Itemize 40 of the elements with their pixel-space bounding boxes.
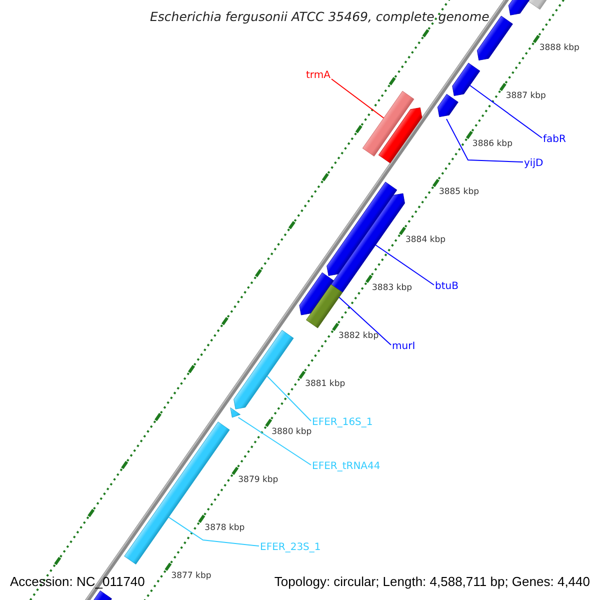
leader-line xyxy=(338,296,392,346)
gene-label: btuB xyxy=(435,281,458,293)
scale-label: 3879 kbp xyxy=(238,474,278,485)
scale-label: 3884 kbp xyxy=(405,234,446,246)
gene-feature xyxy=(234,330,294,410)
gene-bar xyxy=(306,284,343,328)
scale-label: 3888 kbp xyxy=(539,43,580,54)
scale-label: 3883 kbp xyxy=(372,282,412,294)
leader-line xyxy=(469,84,542,138)
accession-text: Accession: NC_011740 xyxy=(10,574,145,590)
gene-label: murI xyxy=(392,341,416,353)
title: Escherichia fergusonii ATCC 35469, complete genome xyxy=(150,9,490,24)
scale-label: 3880 kbp xyxy=(272,426,312,438)
leader-line xyxy=(238,416,312,466)
leader-line xyxy=(446,118,524,162)
leader-line xyxy=(331,78,384,118)
genome-summary: Topology: circular; Length: 4,588,711 bp; Genes: 4,440 xyxy=(274,574,590,590)
gene-label: trmA xyxy=(306,70,330,82)
scale-label: 3882 kbp xyxy=(338,330,379,342)
scale-label: 3881 kbp xyxy=(305,378,346,390)
gene-label: fabR xyxy=(543,134,566,146)
scale-label: 3878 kbp xyxy=(204,522,245,533)
gene-label: yijD xyxy=(524,158,544,170)
gene-feature xyxy=(299,272,334,316)
scale-label: 3885 kbp xyxy=(438,186,480,198)
gene-label: EFER_tRNA44 xyxy=(312,461,380,473)
gene-bar xyxy=(362,90,414,156)
leader-line xyxy=(266,376,312,422)
trna-marker xyxy=(230,407,240,418)
gene-label: EFER_23S_1 xyxy=(260,542,321,554)
leader-line xyxy=(375,244,434,286)
gene-feature xyxy=(452,62,480,96)
gene-bar xyxy=(124,422,230,564)
gene-feature xyxy=(326,182,398,276)
gene-label: EFER_16S_1 xyxy=(312,417,373,429)
leader-line xyxy=(168,516,260,546)
scale-label: 3887 kbp xyxy=(506,90,546,102)
scale-label: 3886 kbp xyxy=(472,138,512,150)
gene-feature xyxy=(437,94,458,118)
gene-feature xyxy=(378,108,422,164)
